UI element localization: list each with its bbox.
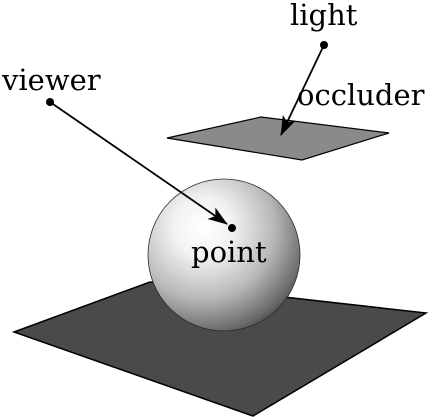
- viewer-ray-arrow: [49, 101, 228, 225]
- sphere: [147, 178, 301, 332]
- light-label: light: [290, 0, 358, 32]
- viewer-label: viewer: [1, 63, 101, 97]
- occluder-plane: [166, 116, 390, 161]
- viewer-dot: [46, 98, 54, 106]
- occluder-label: occluder: [297, 78, 425, 112]
- light-dot: [320, 41, 328, 49]
- point-label: point: [191, 235, 267, 269]
- ground-plane: [11, 281, 429, 417]
- light-ray-arrow: [280, 44, 325, 136]
- surface-point-dot: [228, 224, 236, 232]
